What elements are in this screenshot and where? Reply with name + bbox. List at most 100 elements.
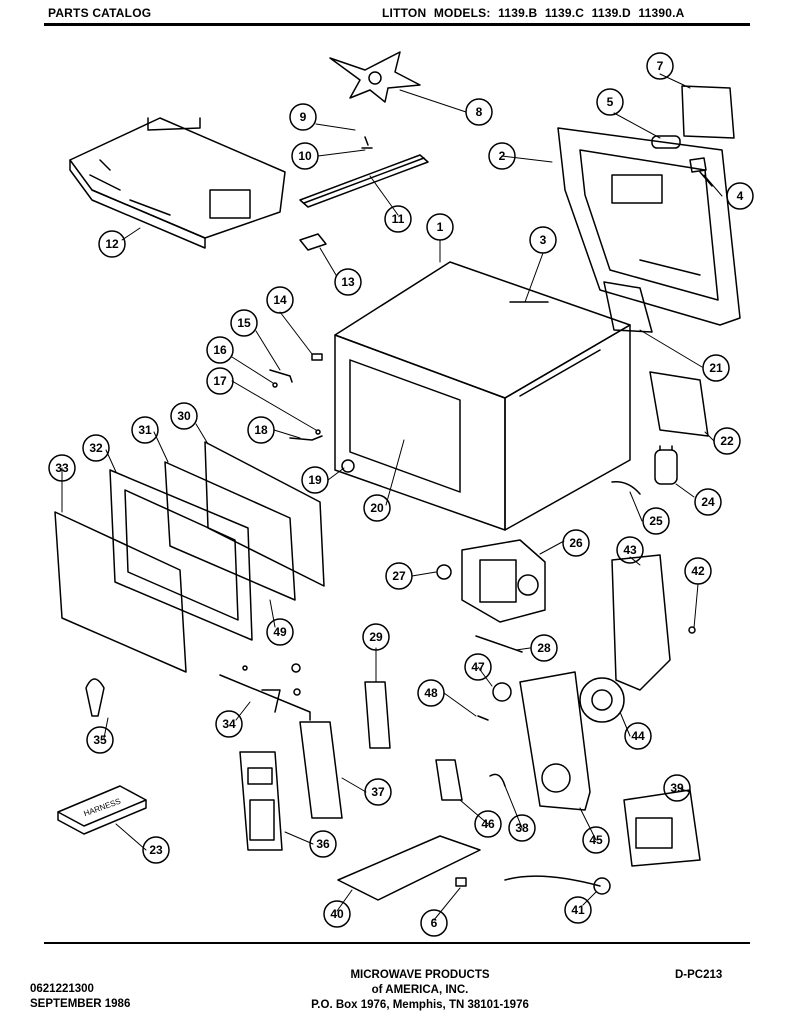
part-8-stirrer-fan [329, 51, 421, 103]
callout-34-label: 34 [222, 717, 236, 731]
callout-1-label: 1 [437, 220, 444, 234]
callout-44-label: 44 [631, 729, 645, 743]
callout-25-label: 25 [649, 514, 663, 528]
callout-5: 5 [596, 88, 624, 116]
exploded-parts-diagram: HARNESS [48, 51, 754, 937]
callout-3: 3 [529, 226, 557, 254]
callout-18: 18 [247, 416, 275, 444]
callout-6: 6 [420, 909, 448, 937]
callout-30: 30 [170, 402, 198, 430]
part-23-harness: HARNESS [57, 785, 147, 835]
part-29-interlock-switch [364, 681, 391, 749]
callout-15-label: 15 [237, 316, 251, 330]
footer-document-number: 0621221300 [30, 983, 94, 995]
callout-36: 36 [309, 830, 337, 858]
part-22-bracket [649, 371, 709, 437]
part-41-power-cord [504, 875, 611, 895]
part-27-gasket [436, 564, 452, 580]
callout-23-label: 23 [149, 843, 163, 857]
callout-43-label: 43 [623, 543, 637, 557]
callout-19: 19 [301, 466, 329, 494]
footer-page-code: D-PC213 [675, 969, 723, 981]
callout-11-label: 11 [392, 212, 405, 226]
callout-42: 42 [684, 557, 712, 585]
callout-32: 32 [82, 434, 110, 462]
callout-36-label: 36 [316, 837, 330, 851]
callout-30-label: 30 [177, 409, 191, 423]
part-18-hinge [289, 435, 323, 441]
callout-3-label: 3 [540, 233, 547, 247]
part-21-waveguide-cover [603, 281, 653, 333]
footer-company-name-2: of AMERICA, INC. [371, 984, 469, 996]
callout-8-label: 8 [476, 105, 483, 119]
part-5-diode [651, 135, 681, 149]
callout-48-label: 48 [424, 686, 438, 700]
callout-16: 16 [206, 336, 234, 364]
part-44-fan-blade [579, 677, 625, 723]
part-36-control-panel [239, 751, 283, 851]
callout-22-label: 22 [720, 434, 734, 448]
callout-47: 47 [464, 653, 492, 681]
callout-13: 13 [334, 268, 362, 296]
part-37-control-board [299, 721, 343, 819]
callout-28: 28 [530, 634, 558, 662]
callout-15: 15 [230, 309, 258, 337]
callout-4-label: 4 [737, 189, 744, 203]
callout-12: 12 [98, 230, 126, 258]
callout-21-label: 21 [709, 361, 723, 375]
part-7-bracket [681, 85, 735, 139]
part-38-cam [489, 773, 506, 787]
part-34-latch-kit [219, 663, 311, 721]
callout-17: 17 [206, 367, 234, 395]
part-35-latch-lever [85, 678, 105, 717]
callout-41: 41 [564, 896, 592, 924]
callout-leaders [61, 73, 723, 921]
part-25-clip [611, 481, 641, 495]
callout-20-label: 20 [370, 501, 384, 515]
callout-34: 34 [215, 710, 243, 738]
callout-2-label: 2 [499, 149, 506, 163]
callout-42-label: 42 [691, 564, 705, 578]
header-catalog-title: PARTS CATALOG [48, 6, 152, 20]
part-28-thermal-wire [475, 635, 523, 653]
callout-47-label: 47 [471, 660, 485, 674]
part-12-base-plate [69, 117, 286, 249]
footer-company-name: MICROWAVE PRODUCTS [350, 969, 490, 981]
callout-13-label: 13 [341, 275, 355, 289]
callout-29: 29 [362, 623, 390, 651]
part-15-spring [269, 369, 293, 383]
callout-24: 24 [694, 488, 722, 516]
callout-16-label: 16 [213, 343, 227, 357]
callout-24-label: 24 [701, 495, 715, 509]
footer-address: P.O. Box 1976, Memphis, TN 38101-1976 [311, 999, 529, 1011]
callout-31: 31 [131, 416, 159, 444]
callout-45-label: 45 [589, 833, 603, 847]
callout-45: 45 [582, 826, 610, 854]
callout-22: 22 [713, 427, 741, 455]
part-16-screw [272, 382, 278, 388]
callout-11: 11 [384, 205, 412, 233]
callout-17-label: 17 [213, 374, 227, 388]
callout-37-label: 37 [371, 785, 385, 799]
callout-7: 7 [646, 52, 674, 80]
callout-49-label: 49 [273, 625, 287, 639]
part-4-terminal [689, 157, 713, 187]
callout-32-label: 32 [89, 441, 103, 455]
footer-company-info: MICROWAVE PRODUCTS of AMERICA, INC. P.O.… [250, 968, 590, 1013]
callout-40-label: 40 [330, 907, 344, 921]
callout-14: 14 [266, 286, 294, 314]
callout-7-label: 7 [657, 59, 664, 73]
footer-rule [44, 942, 750, 944]
part-19-nut [341, 459, 355, 473]
part-14-latch-pin [311, 353, 323, 361]
callout-39: 39 [663, 774, 691, 802]
part-46-switch-block [435, 759, 463, 801]
callout-44: 44 [624, 722, 652, 750]
callout-35-label: 35 [93, 733, 107, 747]
header-models: LITTON MODELS: 1139.B 1139.C 1139.D 1139… [382, 6, 685, 20]
callout-10-label: 10 [298, 149, 312, 163]
callout-46-label: 46 [481, 817, 495, 831]
callout-12-label: 12 [105, 237, 119, 251]
callout-31-label: 31 [138, 423, 152, 437]
callout-4: 4 [726, 182, 754, 210]
